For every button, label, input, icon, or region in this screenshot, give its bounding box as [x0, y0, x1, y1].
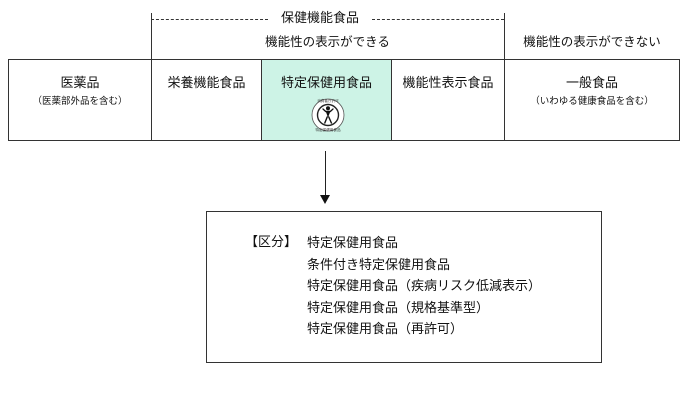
category-foods-with-function-claims: 機能性表示食品 — [391, 59, 505, 141]
category-sublabel: （医薬部外品を含む） — [32, 96, 128, 107]
category-label: 特定保健用食品 — [280, 76, 372, 91]
svg-text:特定保健用食品: 特定保健用食品 — [315, 127, 341, 132]
category-general-foods: 一般食品 （いわゆる健康食品を含む） — [504, 59, 680, 141]
classification-item: 特定保健用食品（再許可） — [307, 322, 464, 337]
category-label: 機能性表示食品 — [402, 76, 494, 91]
classification-item: 特定保健用食品 — [307, 236, 399, 251]
functional-claim-allowed-label: 機能性の表示ができる — [265, 34, 390, 49]
bracket-right-tick — [504, 13, 505, 59]
classification-item: 条件付き特定保健用食品 — [307, 257, 451, 273]
bracket-dashed-line-left — [151, 19, 268, 20]
category-label: 医薬品 — [60, 76, 100, 91]
bracket-title: 保健機能食品 — [268, 10, 372, 28]
classification-label: 【区分】 — [245, 235, 298, 250]
bracket-left-tick — [151, 13, 152, 59]
arrow-down-icon — [320, 195, 330, 204]
category-label: 栄養機能食品 — [167, 76, 246, 91]
svg-text:消費者庁許可: 消費者庁許可 — [317, 98, 339, 103]
classification-item: 特定保健用食品（規格基準型） — [307, 300, 490, 316]
category-pharmaceuticals: 医薬品 （医薬部外品を含む） — [8, 59, 152, 141]
classification-box: 【区分】 特定保健用食品 条件付き特定保健用食品 特定保健用食品（疾病リスク低減… — [206, 211, 602, 363]
category-label: 一般食品 — [565, 76, 618, 91]
classification-list: 特定保健用食品 条件付き特定保健用食品 特定保健用食品（疾病リスク低減表示） 特… — [307, 233, 541, 341]
category-sublabel: （いわゆる健康食品を含む） — [530, 96, 654, 107]
category-foshu: 特定保健用食品 消費者庁許可 特定保健用食品 — [261, 59, 392, 141]
classification-item: 特定保健用食品（疾病リスク低減表示） — [307, 279, 542, 294]
arrow-connector — [325, 151, 326, 196]
bracket-dashed-line-right — [372, 19, 504, 20]
functional-claim-not-allowed-label: 機能性の表示ができない — [523, 34, 661, 49]
category-nutrient-function-food: 栄養機能食品 — [151, 59, 262, 141]
tokuho-mark-icon: 消費者庁許可 特定保健用食品 — [311, 98, 345, 132]
